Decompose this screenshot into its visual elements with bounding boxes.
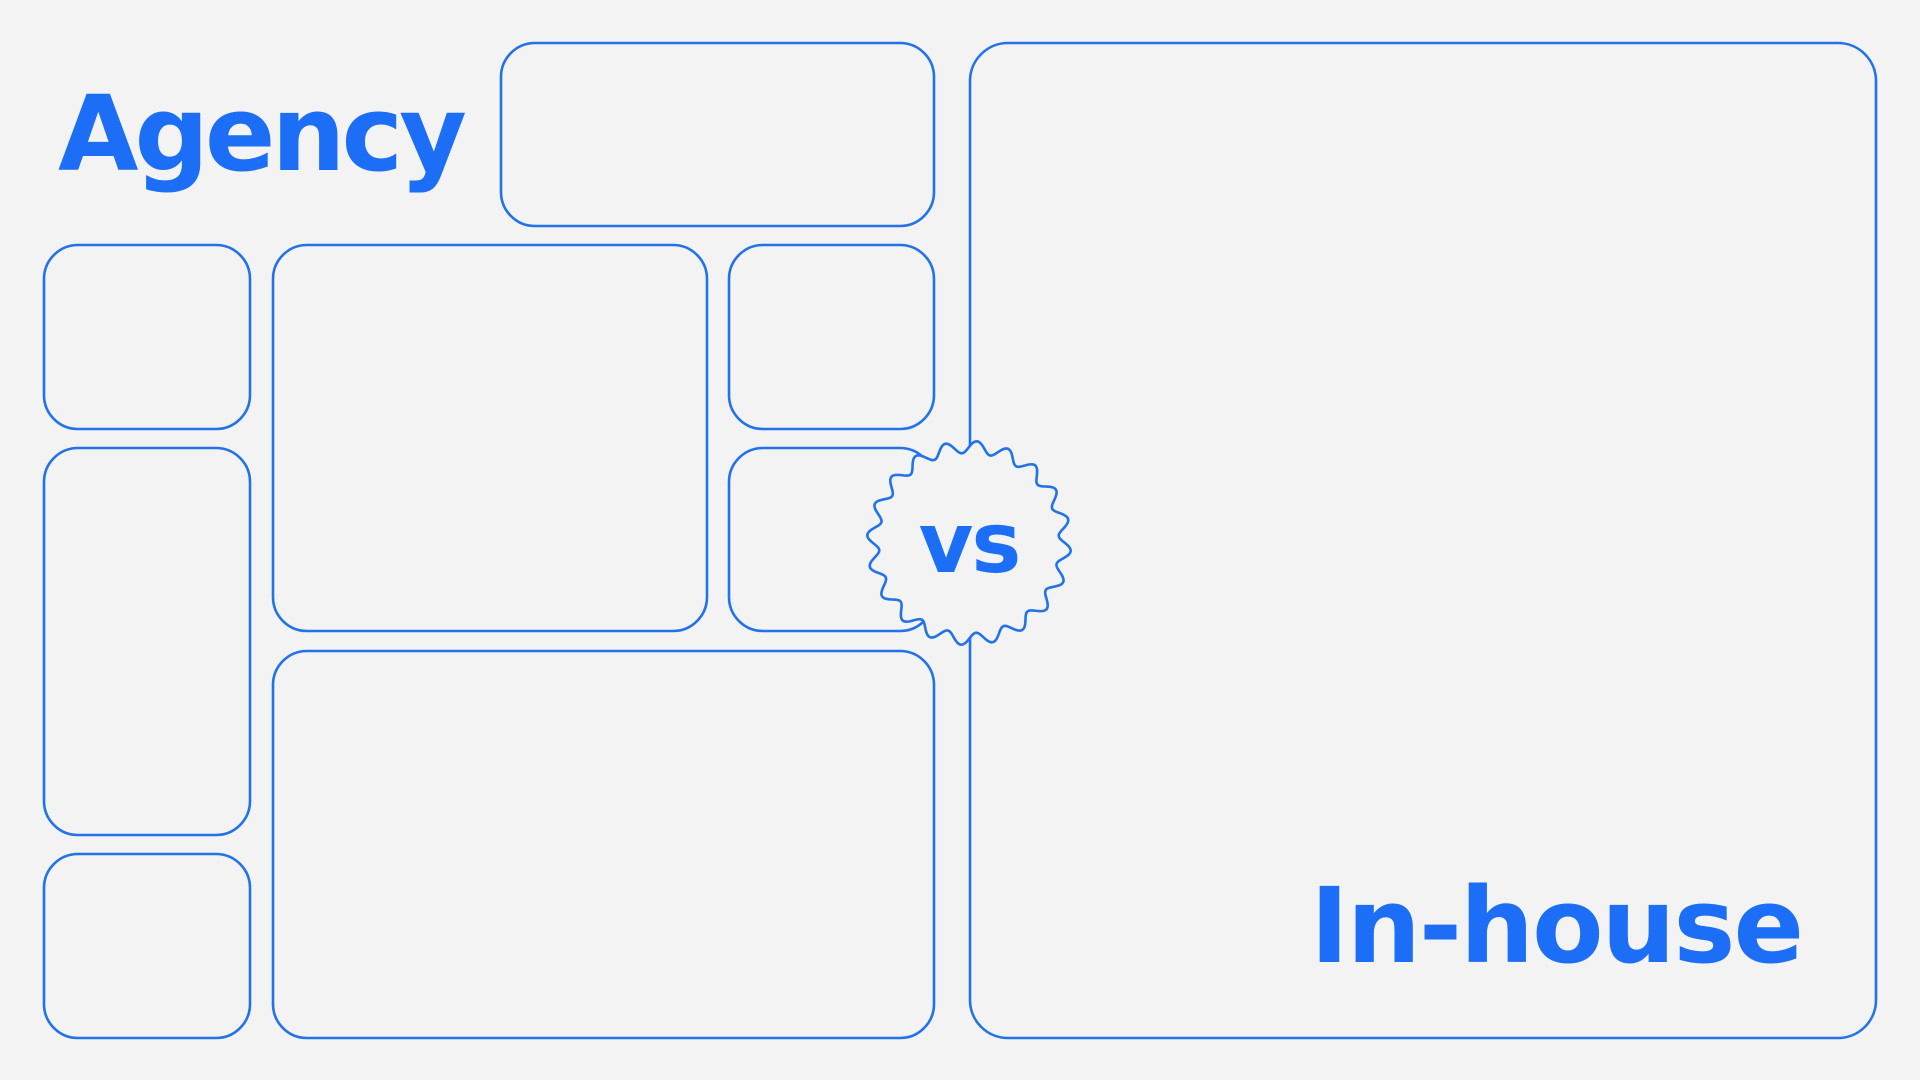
agency-block-tall bbox=[42, 446, 252, 837]
agency-block-large bbox=[271, 243, 709, 633]
vs-badge-shape bbox=[865, 439, 1073, 647]
agency-block-small-2 bbox=[727, 243, 936, 431]
agency-block-bottom-small bbox=[42, 852, 252, 1040]
agency-block-small-1 bbox=[42, 243, 252, 431]
agency-block-bottom-wide bbox=[271, 649, 936, 1040]
agency-block-top bbox=[499, 41, 936, 228]
agency-title: Agency bbox=[58, 73, 467, 195]
inhouse-title: In-house bbox=[1310, 865, 1804, 987]
vs-text: vs bbox=[918, 494, 1022, 592]
